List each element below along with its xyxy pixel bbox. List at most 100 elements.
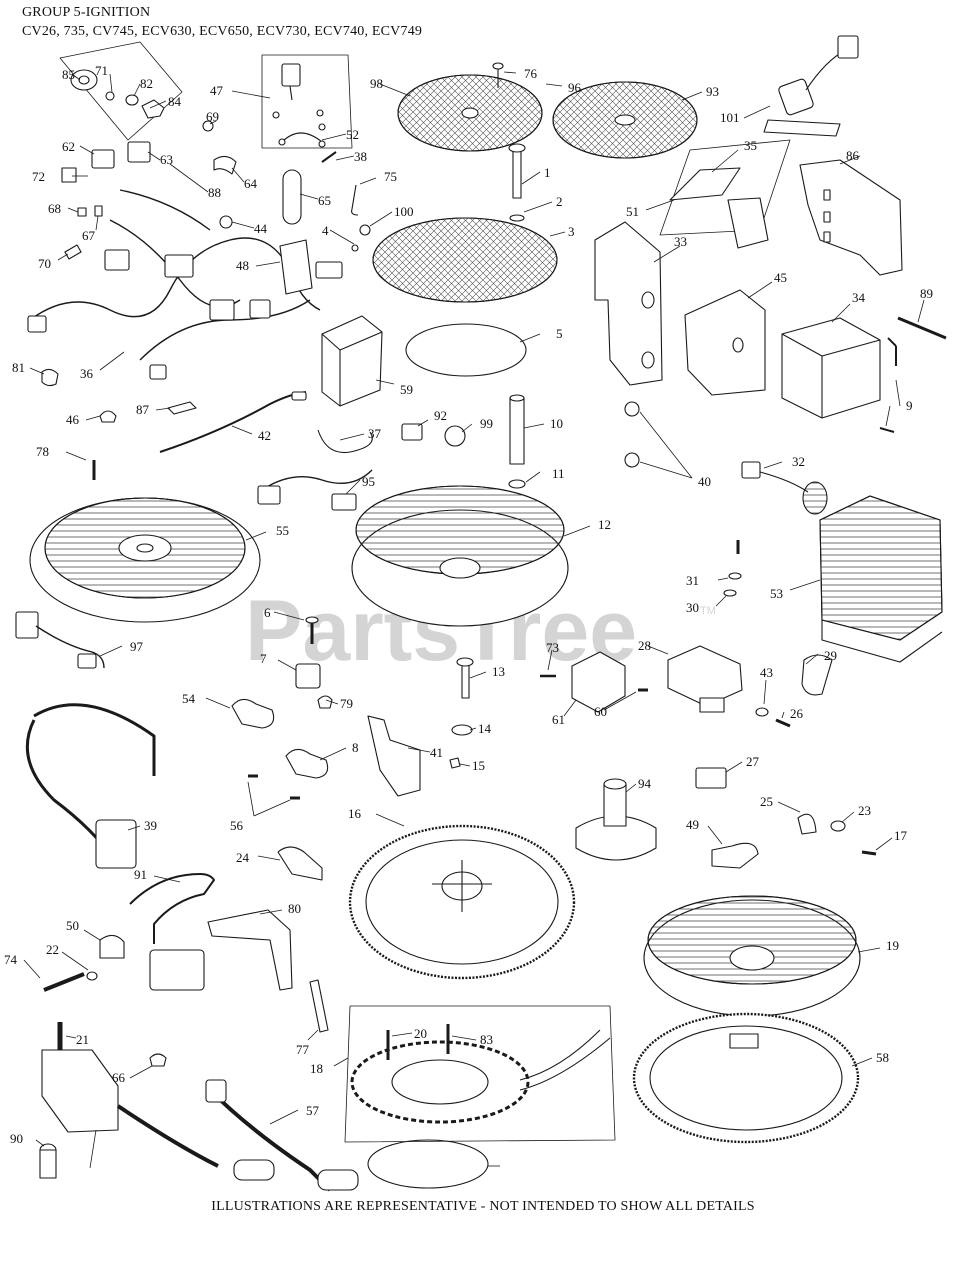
- callout-75: 75: [384, 169, 397, 184]
- part-9-screw-c: [248, 774, 300, 800]
- part-8-bracket: [285, 748, 329, 779]
- part-30-washer: [723, 589, 737, 597]
- callout-91: 91: [134, 867, 147, 882]
- part-53-rectifier-regulator: [819, 495, 943, 663]
- callout-88: 88: [208, 185, 221, 200]
- part-32-connector: [741, 461, 761, 479]
- callout-45: 45: [774, 270, 787, 285]
- part-72-terminal: [61, 167, 77, 183]
- part-35-holder: [727, 197, 769, 249]
- callout-9: 9: [906, 398, 913, 413]
- callout-78: 78: [36, 444, 49, 459]
- callout-46: 46: [66, 412, 80, 427]
- part-4-screw: [351, 244, 359, 252]
- part-18-clip: [149, 1053, 167, 1067]
- part-31-lockwasher: [728, 572, 742, 580]
- part-48-module: [279, 239, 313, 295]
- part-39-bracket: [207, 909, 293, 991]
- part-84-key: [141, 99, 165, 119]
- part-56-bracket: [277, 846, 323, 881]
- callout-43: 43: [760, 665, 773, 680]
- part-47-connector: [281, 63, 301, 87]
- callout-4: 4: [322, 223, 329, 238]
- part-61-regulator: [571, 651, 626, 713]
- callout-61: 61: [552, 712, 565, 727]
- part-5-spacer-ring: [405, 323, 527, 377]
- callout-38: 38: [354, 149, 367, 164]
- part-11-washer: [508, 479, 526, 489]
- callout-42: 42: [258, 428, 271, 443]
- callout-20: 20: [414, 1026, 427, 1041]
- part-22-spark-plug: [309, 979, 329, 1033]
- callout-70: 70: [38, 256, 51, 271]
- callout-64: 64: [244, 176, 258, 191]
- callout-52: 52: [346, 127, 359, 142]
- part-67-terminal: [94, 205, 103, 217]
- callout-8: 8: [352, 740, 359, 755]
- callout-18: 18: [310, 1061, 323, 1076]
- callout-69: 69: [206, 109, 219, 124]
- callout-59: 59: [400, 382, 413, 397]
- part-95-harness: [261, 469, 373, 491]
- part-99-connector: [444, 425, 466, 447]
- kit-outline-20: [344, 1005, 616, 1143]
- part-57-coil: [41, 1049, 119, 1133]
- part-9-screw-d: [861, 850, 877, 856]
- callout-67: 67: [82, 228, 96, 243]
- diagram-model-list: CV26, 735, CV745, ECV630, ECV650, ECV730…: [22, 24, 423, 39]
- part-1-bolt: [512, 149, 522, 199]
- callout-71: 71: [95, 63, 108, 78]
- diagram-disclaimer: ILLUSTRATIONS ARE REPRESENTATIVE - NOT I…: [211, 1199, 755, 1214]
- diagram-group-title: GROUP 5-IGNITION: [22, 5, 151, 20]
- part-50-washer: [86, 971, 98, 981]
- callout-23: 23: [858, 803, 871, 818]
- callout-96: 96: [568, 80, 582, 95]
- part-33-bracket: [594, 221, 663, 386]
- callout-34: 34: [852, 290, 866, 305]
- callout-39: 39: [144, 818, 157, 833]
- part-59-control-module: [321, 315, 383, 407]
- callout-99: 99: [480, 416, 493, 431]
- callout-73: 73: [546, 640, 559, 655]
- part-10-spacer: [509, 397, 525, 465]
- part-45-plate: [684, 289, 766, 396]
- callout-40: 40: [698, 474, 711, 489]
- callout-94: 94: [638, 776, 652, 791]
- callout-53: 53: [770, 586, 783, 601]
- callout-81: 81: [12, 360, 25, 375]
- callout-85: 85: [62, 67, 75, 82]
- part-42-lead: [159, 391, 307, 453]
- callout-12: 12: [598, 517, 611, 532]
- part-27-clip: [695, 767, 727, 789]
- part-12-flywheel: [351, 485, 569, 627]
- callout-36: 36: [80, 366, 94, 381]
- part-41-bracket: [367, 715, 421, 797]
- callout-101: 101: [720, 110, 740, 125]
- callout-89: 89: [920, 286, 933, 301]
- part-70-sleeve: [64, 244, 82, 260]
- part-83-flywheel-ring-gear: [632, 1012, 860, 1144]
- part-49-ignition-coil: [25, 703, 156, 869]
- part-26-screw: [775, 718, 791, 728]
- callout-14: 14: [478, 721, 492, 736]
- callout-74: 74: [4, 952, 18, 967]
- part-37-lead: [317, 429, 373, 454]
- callout-86: 86: [846, 148, 860, 163]
- part-55-flywheel: [29, 497, 261, 623]
- callout-17: 17: [894, 828, 908, 843]
- part-2-washer: [509, 214, 525, 222]
- callout-66: 66: [112, 1070, 126, 1085]
- callout-76: 76: [524, 66, 538, 81]
- callout-95: 95: [362, 474, 375, 489]
- callout-47: 47: [210, 83, 224, 98]
- callout-29: 29: [824, 648, 837, 663]
- callout-100: 100: [394, 204, 414, 219]
- callout-15: 15: [472, 758, 485, 773]
- callout-26: 26: [790, 706, 804, 721]
- part-92-connector: [401, 423, 423, 441]
- part-43-washer: [755, 707, 769, 717]
- callout-1: 1: [544, 165, 551, 180]
- callout-3: 3: [568, 224, 575, 239]
